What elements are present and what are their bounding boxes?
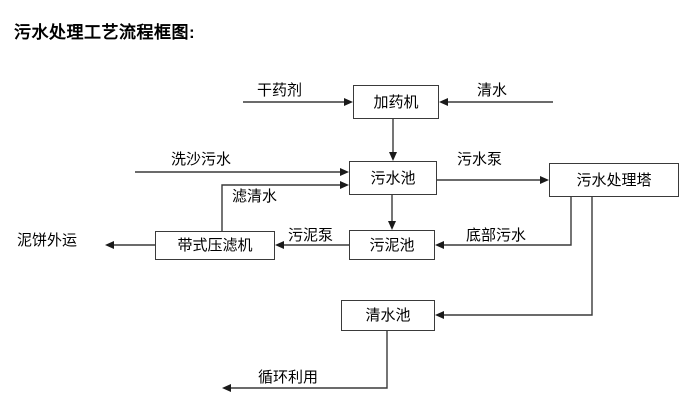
edge-dosing-machine-to-sewage-pool (389, 119, 397, 161)
edge-treatment-tower-to-sludge-pool (435, 197, 572, 249)
node-sludge-pool[interactable]: 污泥池 (349, 230, 435, 260)
node-label: 污泥池 (369, 236, 415, 254)
label-bottom-sewage: 底部污水 (466, 227, 527, 244)
label-filtered-water: 滤清水 (232, 188, 278, 205)
node-belt-filter-press[interactable]: 带式压滤机 (155, 231, 275, 260)
edge-sewage-pool-to-sludge-pool (388, 195, 396, 230)
edge-sewage-pool-to-treatment-tower (437, 176, 549, 184)
edge-sludge-pool-to-belt-filter-press (275, 241, 349, 249)
edge-sand-wash-sewage-to-sewage-pool (135, 168, 349, 176)
edge-treatment-tower-to-clear-water-pool (435, 197, 593, 319)
edge-belt-filter-press-to-sewage-pool (221, 181, 349, 231)
node-sewage-pool[interactable]: 污水池 (349, 161, 437, 195)
label-sand-wash-sewage: 洗沙污水 (171, 151, 232, 168)
edge-belt-filter-press-to-mud-cake-out (105, 241, 155, 249)
label-sludge-pump: 污泥泵 (288, 227, 334, 244)
label-dry-chemical: 干药剂 (257, 82, 303, 99)
edge-dry-chemical-to-dosing-machine (243, 98, 353, 106)
label-clean-water-inlet: 清水 (477, 82, 508, 99)
edge-clean-water-to-dosing-machine (439, 98, 553, 106)
node-label: 清水池 (365, 307, 411, 324)
page-title: 污水处理工艺流程框图: (14, 23, 196, 42)
node-dosing-machine[interactable]: 加药机 (353, 85, 439, 119)
node-treatment-tower[interactable]: 污水处理塔 (549, 163, 679, 197)
label-recycle-reuse: 循环利用 (258, 369, 319, 386)
label-mud-cake-out: 泥饼外运 (17, 232, 78, 249)
node-label: 污水处理塔 (576, 171, 652, 189)
node-label: 带式压滤机 (177, 237, 253, 254)
node-label: 加药机 (373, 93, 419, 111)
node-clear-water-pool[interactable]: 清水池 (341, 300, 435, 331)
node-label: 污水池 (370, 169, 416, 187)
edge-clear-water-pool-to-recycle (222, 331, 388, 392)
label-sewage-pump: 污水泵 (457, 151, 503, 168)
